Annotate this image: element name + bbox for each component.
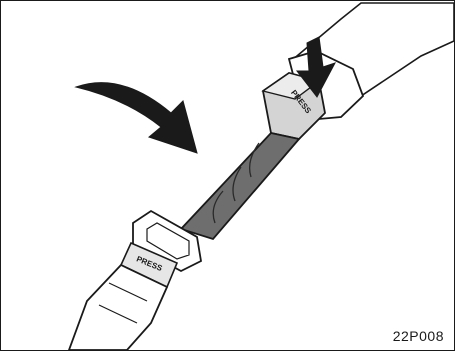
figure-code: 22P008 — [393, 328, 444, 344]
belt-webbing — [181, 133, 299, 239]
motion-arrow-icon — [76, 83, 197, 153]
